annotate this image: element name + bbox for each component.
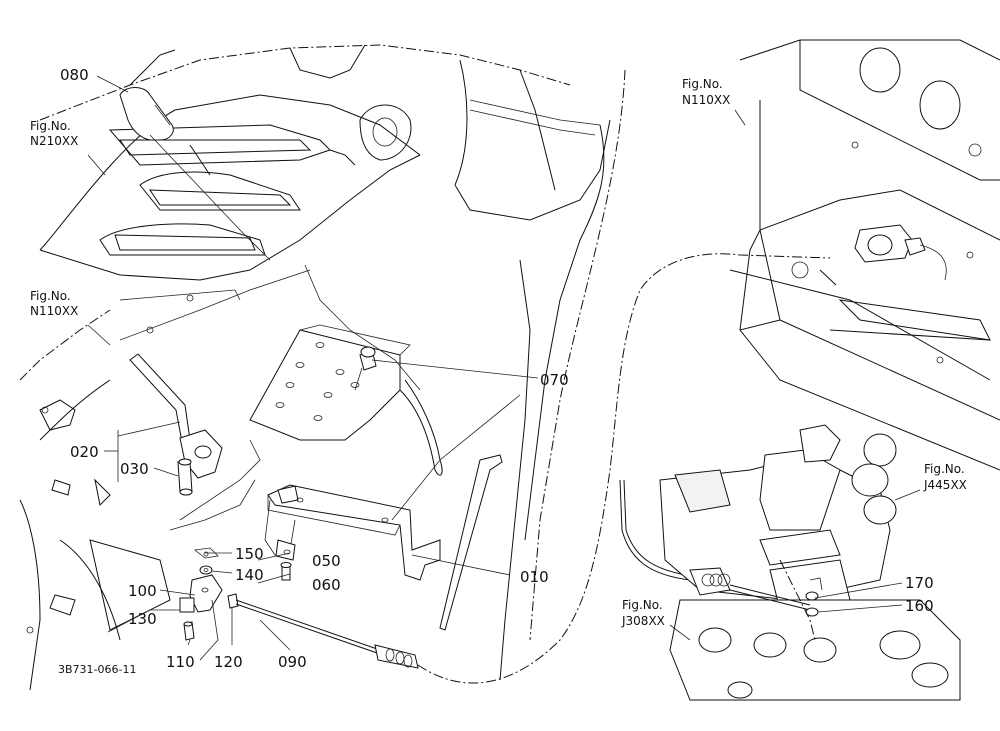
mounting-plate [249,264,443,476]
callout-020: 020 [70,443,99,461]
hydraulic-valve [659,424,961,701]
callout-100: 100 [128,582,157,600]
figref-n210-label: Fig.No. [30,119,71,133]
clevis-assembly [179,574,239,661]
clevis-hardware [169,439,296,581]
figref-n110-right-number: N110XX [682,93,730,107]
transmission-housing [729,39,1000,471]
shift-lever [119,269,311,496]
figref-n210-number: N210XX [30,134,78,148]
lever-bracket [264,484,441,581]
callout-labels: 080 070 020 030 150 050 140 060 100 130 … [60,66,934,671]
figure-references: Fig.No. N210XX Fig.No. N110XX Fig.No. N1… [30,77,967,628]
callout-150: 150 [235,545,264,563]
lever-guide-panel [99,104,412,256]
document-id: 3B731-066-11 [58,663,136,676]
callout-160: 160 [905,597,934,615]
callout-120: 120 [214,653,243,671]
support-rod [439,454,503,631]
callout-110: 110 [166,653,195,671]
figref-j308-number: J308XX [621,614,665,628]
callout-070: 070 [540,371,569,389]
control-cable [235,253,831,684]
callout-140: 140 [235,566,264,584]
callout-030: 030 [120,460,149,478]
figref-n110-right-label: Fig.No. [682,77,723,91]
callout-130: 130 [128,610,157,628]
figref-j445-number: J445XX [923,478,967,492]
figref-n110-left-number: N110XX [30,304,78,318]
figref-j308-label: Fig.No. [622,598,663,612]
callout-090: 090 [278,653,307,671]
callout-010: 010 [520,568,549,586]
body-outlines [19,44,626,691]
callout-050: 050 [312,552,341,570]
callout-060: 060 [312,576,341,594]
leader-lines [87,75,921,651]
callout-170: 170 [905,574,934,592]
figref-j445-label: Fig.No. [924,462,965,476]
lever-knob [119,87,174,141]
figref-n110-left-label: Fig.No. [30,289,71,303]
callout-080: 080 [60,66,89,84]
